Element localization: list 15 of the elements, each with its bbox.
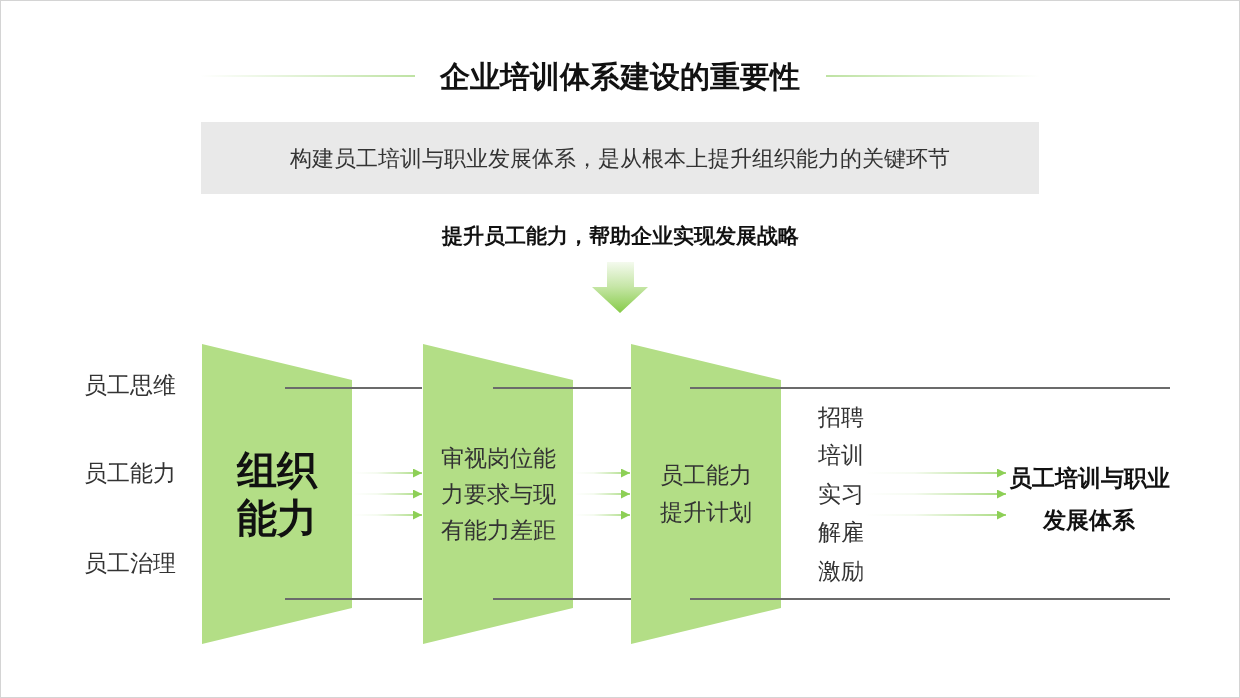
stage-text: 审视岗位能力要求与现有能力差距 <box>439 444 557 545</box>
side-label: 员工治理 <box>84 549 176 578</box>
list-item: 招聘 <box>818 402 864 432</box>
side-label: 员工能力 <box>84 459 176 488</box>
side-label: 员工思维 <box>84 371 176 400</box>
subtitle-text: 提升员工能力，帮助企业实现发展战略 <box>441 223 799 250</box>
stage-title: 组织能力 <box>235 446 319 542</box>
result-text: 员工培训与职业发展体系 <box>1007 457 1171 541</box>
list-item: 激励 <box>818 556 864 586</box>
title-text: 企业培训体系建设的重要性 <box>440 58 800 96</box>
list-item: 培训 <box>818 441 864 471</box>
list-item: 实习 <box>818 479 864 509</box>
stage-text: 员工能力提升计划 <box>659 461 753 527</box>
list-item: 解雇 <box>818 518 864 548</box>
banner-text: 构建员工培训与职业发展体系，是从根本上提升组织能力的关键环节 <box>290 144 950 173</box>
